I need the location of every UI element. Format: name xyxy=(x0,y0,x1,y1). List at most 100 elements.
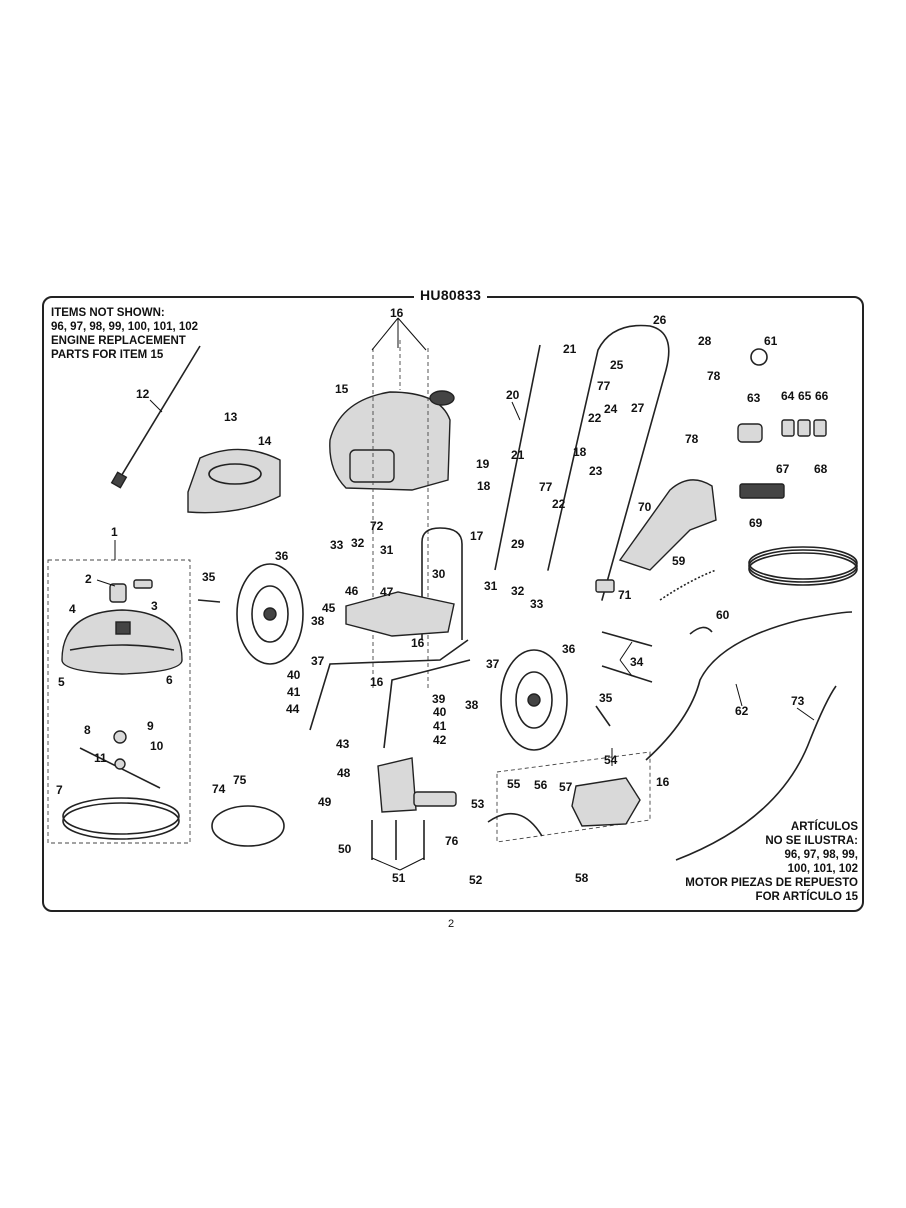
callout-41-left: 41 xyxy=(287,685,301,699)
callout-67: 67 xyxy=(776,462,790,476)
callout-35-left: 35 xyxy=(202,570,216,584)
callout-11: 11 xyxy=(94,751,107,765)
callout-12: 12 xyxy=(136,387,150,401)
extension-wand xyxy=(110,345,201,489)
nozzle-holder-63 xyxy=(737,423,763,443)
surface-cleaner-group-box xyxy=(47,559,191,844)
callout-63: 63 xyxy=(747,391,761,405)
spray-bar-assembly xyxy=(79,730,161,789)
note-line: ARTÍCULOS xyxy=(790,821,858,833)
note-line: 100, 101, 102 xyxy=(787,863,858,875)
callout-76: 76 xyxy=(445,834,459,848)
callout-56: 56 xyxy=(534,778,548,792)
note-line: ITEMS NOT SHOWN: xyxy=(51,307,165,319)
high-pressure-hose xyxy=(675,685,837,861)
callout-8: 8 xyxy=(84,723,91,737)
callout-64: 64 xyxy=(781,389,795,403)
callout-39: 39 xyxy=(432,692,446,706)
callout-37-left: 37 xyxy=(311,654,325,668)
callout-77-lower: 77 xyxy=(539,480,553,494)
callout-74: 74 xyxy=(212,782,226,796)
callout-38-left: 38 xyxy=(311,614,325,628)
articulos-no-ilustra-note: ARTÍCULOS NO SE ILUSTRA: 96, 97, 98, 99,… xyxy=(685,820,858,904)
callout-labels: 1 2 3 4 5 6 7 8 9 10 11 12 13 14 15 16 1… xyxy=(56,306,829,887)
callout-65: 65 xyxy=(798,389,812,403)
handle-frame xyxy=(494,324,670,601)
callout-16-frame: 16 xyxy=(411,636,425,650)
callout-42: 42 xyxy=(433,733,447,747)
callout-29: 29 xyxy=(511,537,525,551)
callout-22-lower: 22 xyxy=(552,497,566,511)
main-frame xyxy=(309,527,471,749)
callout-69: 69 xyxy=(749,516,763,530)
callout-72: 72 xyxy=(370,519,384,533)
callout-78-lower: 78 xyxy=(685,432,699,446)
callout-54: 54 xyxy=(604,753,618,767)
callout-16-top: 16 xyxy=(390,306,404,320)
callout-33-upper: 33 xyxy=(330,538,344,552)
callout-18-upper: 18 xyxy=(573,445,587,459)
note-line: FOR ARTÍCULO 15 xyxy=(755,891,858,903)
callout-24: 24 xyxy=(604,402,618,416)
mount-bracket xyxy=(571,777,641,827)
callout-68: 68 xyxy=(814,462,828,476)
callout-31-lower: 31 xyxy=(484,579,498,593)
pump xyxy=(371,757,457,860)
callout-31-upper: 31 xyxy=(380,543,394,557)
items-not-shown-note: ITEMS NOT SHOWN: 96, 97, 98, 99, 100, 10… xyxy=(51,306,198,362)
callout-37-right: 37 xyxy=(486,657,500,671)
note-line: MOTOR PIEZAS DE REPUESTO xyxy=(685,877,858,889)
callout-62: 62 xyxy=(735,704,749,718)
callout-55: 55 xyxy=(507,777,521,791)
callout-18-lower: 18 xyxy=(477,479,491,493)
spray-gun xyxy=(595,479,717,593)
hose-coil-69 xyxy=(748,546,858,586)
callout-14: 14 xyxy=(258,434,272,448)
note-line: ENGINE REPLACEMENT xyxy=(51,335,186,347)
callout-47: 47 xyxy=(380,585,394,599)
callout-66: 66 xyxy=(815,389,829,403)
callout-21-upper: 21 xyxy=(563,342,577,356)
callout-41-right: 41 xyxy=(433,719,447,733)
note-line: 96, 97, 98, 99, xyxy=(784,849,858,861)
brush-ring xyxy=(62,797,180,840)
callout-52: 52 xyxy=(469,873,483,887)
callout-59: 59 xyxy=(672,554,686,568)
callout-4: 4 xyxy=(69,602,76,616)
callout-77-upper: 77 xyxy=(597,379,611,393)
page-number: 2 xyxy=(448,918,455,930)
callout-32-upper: 32 xyxy=(351,536,365,550)
callout-9: 9 xyxy=(147,719,154,733)
swivel-fitting xyxy=(109,579,153,603)
surface-cleaner-shroud xyxy=(61,609,183,675)
callout-71: 71 xyxy=(618,588,632,602)
note-line: 96, 97, 98, 99, 100, 101, 102 xyxy=(51,321,199,333)
callout-50: 50 xyxy=(338,842,352,856)
callout-36-left: 36 xyxy=(275,549,289,563)
callout-23: 23 xyxy=(589,464,603,478)
callout-13: 13 xyxy=(224,410,238,424)
callout-30: 30 xyxy=(432,567,446,581)
tow-handle xyxy=(487,812,543,837)
callout-22-upper: 22 xyxy=(588,411,602,425)
callout-45: 45 xyxy=(322,601,336,615)
callout-51: 51 xyxy=(392,871,406,885)
bracket-group-box xyxy=(496,751,651,843)
note-line: NO SE ILUSTRA: xyxy=(765,835,858,847)
callout-43: 43 xyxy=(336,737,350,751)
axle-right xyxy=(595,705,611,727)
callout-48: 48 xyxy=(337,766,351,780)
hose-hook-upper xyxy=(601,631,653,647)
callout-6: 6 xyxy=(166,673,173,687)
callout-36-right: 36 xyxy=(562,642,576,656)
model-number-title: HU80833 xyxy=(414,287,488,303)
callout-20: 20 xyxy=(506,388,520,402)
callout-2: 2 xyxy=(85,572,92,586)
spring-coil-59 xyxy=(659,569,717,601)
callout-60: 60 xyxy=(716,608,730,622)
callout-40-left: 40 xyxy=(287,668,301,682)
clip-60 xyxy=(689,626,713,635)
callout-78-upper: 78 xyxy=(707,369,721,383)
high-pressure-hose-coiled xyxy=(645,611,853,761)
callout-40-right: 40 xyxy=(433,705,447,719)
